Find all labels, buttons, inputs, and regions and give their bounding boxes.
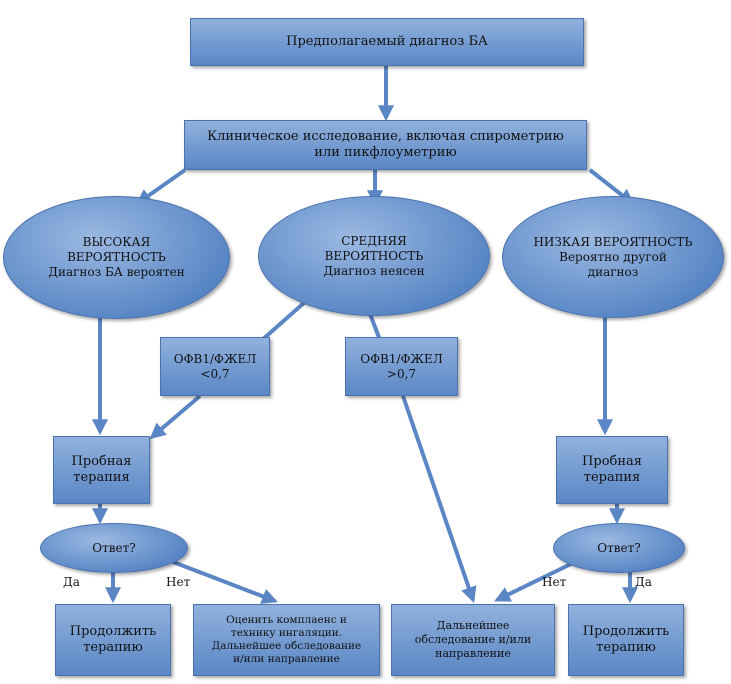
- clinical-exam-box: Клиническое исследование, включая спиром…: [184, 120, 587, 170]
- fev-low-text: ОФВ1/ФЖЕЛ <0,7: [173, 351, 257, 381]
- further-examination-text: Дальнейшее обследование и/или направлени…: [414, 619, 532, 660]
- high-probability-ellipse: ВЫСОКАЯ ВЕРОЯТНОСТЬ Диагноз БА вероятен: [3, 196, 230, 319]
- response-right-text: Ответ?: [597, 540, 641, 555]
- further-examination-box: Дальнейшее обследование и/или направлени…: [391, 604, 555, 676]
- response-left-text: Ответ?: [92, 540, 136, 555]
- start-text: Предполагаемый диагноз БА: [286, 33, 488, 49]
- arrow-fev-high-to-further: [401, 395, 477, 604]
- clinical-exam-text: Клиническое исследование, включая спиром…: [207, 128, 564, 160]
- continue-therapy-left-text: Продолжить терапию: [69, 623, 157, 655]
- medium-probability-text: СРЕДНЯЯ ВЕРОЯТНОСТЬ Диагноз неясен: [323, 233, 425, 278]
- trial-therapy-left-text: Пробная терапия: [71, 453, 132, 485]
- yes-left-label: Да: [63, 575, 80, 589]
- trial-therapy-left-box: Пробная терапия: [53, 436, 150, 504]
- trial-therapy-right-text: Пробная терапия: [582, 453, 642, 485]
- high-probability-text: ВЫСОКАЯ ВЕРОЯТНОСТЬ Диагноз БА вероятен: [48, 235, 185, 279]
- response-right-ellipse: Ответ?: [553, 523, 685, 573]
- start-box: Предполагаемый диагноз БА: [190, 18, 584, 66]
- no-right-label: Нет: [542, 575, 567, 589]
- line-mid-to-fev-high: [368, 313, 382, 341]
- medium-probability-ellipse: СРЕДНЯЯ ВЕРОЯТНОСТЬ Диагноз неясен: [258, 196, 490, 316]
- continue-therapy-left-box: Продолжить терапию: [55, 604, 171, 676]
- no-left-label: Нет: [166, 575, 191, 589]
- arrow-response-right-no: [494, 560, 576, 602]
- fev-high-box: ОФВ1/ФЖЕЛ >0,7: [345, 337, 458, 396]
- yes-right-label: Да: [635, 575, 652, 589]
- trial-therapy-right-box: Пробная терапия: [556, 436, 668, 504]
- arrow-fev-low-to-trial: [149, 394, 202, 440]
- continue-therapy-right-box: Продолжить терапию: [568, 604, 684, 676]
- fev-low-box: ОФВ1/ФЖЕЛ <0,7: [160, 337, 270, 396]
- line-mid-to-fev-low: [260, 300, 307, 342]
- arrow-response-left-no: [167, 558, 278, 604]
- low-probability-text: НИЗКАЯ ВЕРОЯТНОСТЬ Вероятно другой диагн…: [533, 234, 693, 279]
- fev-high-text: ОФВ1/ФЖЕЛ >0,7: [360, 351, 443, 381]
- low-probability-ellipse: НИЗКАЯ ВЕРОЯТНОСТЬ Вероятно другой диагн…: [502, 196, 724, 318]
- response-left-ellipse: Ответ?: [40, 523, 188, 573]
- continue-therapy-right-text: Продолжить терапию: [582, 623, 670, 655]
- check-compliance-box: Оценить комплаенс и технику ингаляции. Д…: [193, 604, 380, 676]
- check-compliance-text: Оценить комплаенс и технику ингаляции. Д…: [211, 613, 362, 666]
